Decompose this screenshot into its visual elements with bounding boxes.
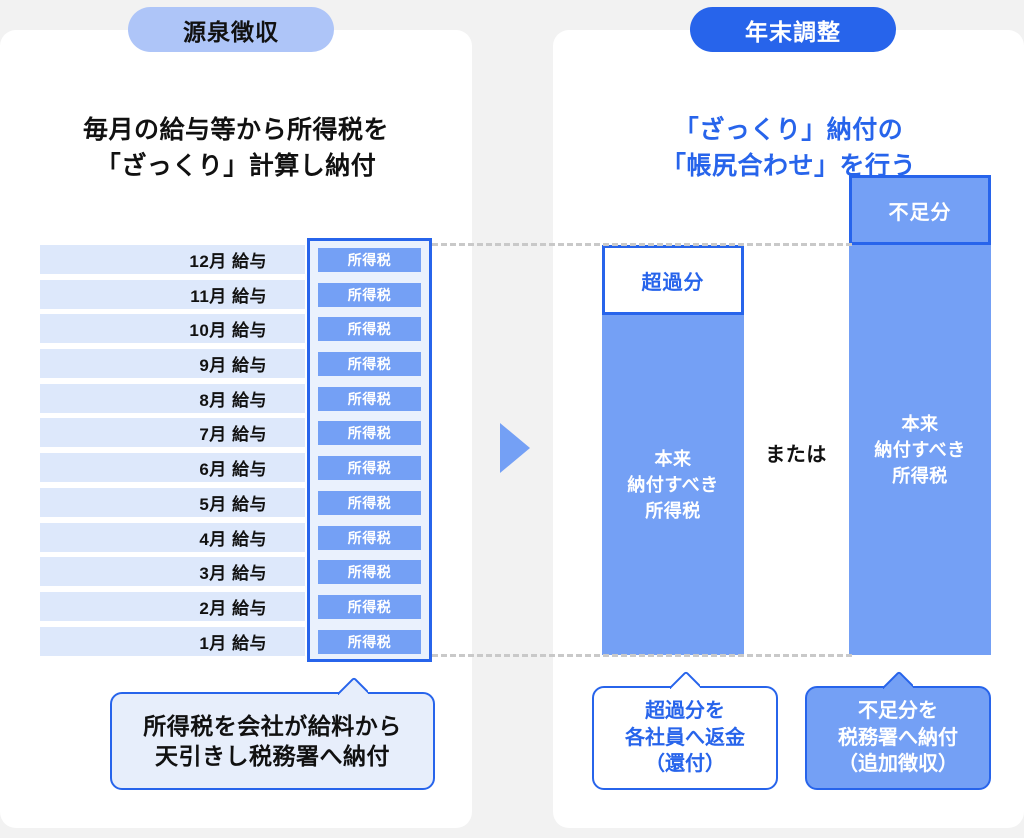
month-salary-row: 1月 給与 [40,626,305,656]
callout-additional-line-2: 税務署へ納付 [838,726,958,749]
bar-overpaid-body-line-2: 納付すべき [627,474,719,495]
callout-refund-line-3: （還付） [645,753,725,776]
callout-pointer-icon [338,677,368,695]
income-tax-chip: 所得税 [318,282,421,307]
bar-overpaid: 超過分 本来 納付すべき 所得税 [602,245,744,655]
panel-year-end-heading: 「ざっくり」納付の 「帳尻合わせ」を行う [553,112,1024,185]
heading-line-1: 「ざっくり」納付の [673,116,904,144]
month-salary-row: 11月 給与 [40,279,305,309]
dashed-guide-top [432,243,852,246]
callout-pointer-icon [883,671,913,689]
badge-withholding: 源泉徴収 [128,7,334,52]
income-tax-chip: 所得税 [318,560,421,585]
income-tax-chip-list: 所得税所得税所得税所得税所得税所得税所得税所得税所得税所得税所得税所得税 [318,248,421,664]
bar-overpaid-body: 本来 納付すべき 所得税 [602,315,744,655]
month-salary-row: 3月 給与 [40,557,305,587]
month-salary-row: 4月 給与 [40,522,305,552]
income-tax-chip: 所得税 [318,456,421,481]
heading-line-2: 「ざっくり」計算し納付 [95,152,377,181]
income-tax-chip: 所得税 [318,490,421,515]
income-tax-chip: 所得税 [318,248,421,272]
month-salary-row: 8月 給与 [40,383,305,413]
bar-shortfall-body-line-3: 所得税 [892,466,948,487]
income-tax-chip: 所得税 [318,317,421,342]
callout-refund-line-1: 超過分を [645,700,725,723]
income-tax-chip: 所得税 [318,386,421,411]
bar-overpaid-body-line-1: 本来 [654,448,692,469]
month-salary-row: 12月 給与 [40,245,305,274]
monthly-salary-list: 12月 給与 11月 給与 10月 給与 9月 給与 8月 給与 7月 給与 6月 給与 5月… [40,245,305,661]
callout-additional-line-3: （追加徴収） [838,753,958,776]
callout-line-1: 所得税を会社が給料から [143,712,402,739]
callout-refund: 超過分を 各社員へ返金 （還付） [592,686,778,790]
income-tax-chip: 所得税 [318,352,421,377]
month-salary-row: 6月 給与 [40,453,305,483]
dashed-guide-bottom [432,654,852,657]
month-salary-row: 9月 給与 [40,349,305,379]
callout-additional-line-1: 不足分を [858,700,938,723]
callout-line-2: 天引きし税務署へ納付 [155,743,390,769]
income-tax-chip: 所得税 [318,525,421,550]
income-tax-chip: 所得税 [318,594,421,619]
callout-withholding-explanation: 所得税を会社が給料から 天引きし税務署へ納付 [110,692,435,790]
badge-year-end-adjustment: 年末調整 [690,7,896,52]
bar-overpaid-cap-label: 超過分 [602,245,744,315]
month-salary-row: 2月 給与 [40,591,305,621]
month-salary-row: 10月 給与 [40,314,305,344]
callout-refund-line-2: 各社員へ返金 [625,726,745,749]
panel-withholding-heading: 毎月の給与等から所得税を 「ざっくり」計算し納付 [0,112,472,185]
bar-shortfall: 不足分 本来 納付すべき 所得税 [849,175,991,655]
bar-shortfall-body: 本来 納付すべき 所得税 [849,245,991,655]
bar-shortfall-cap-label: 不足分 [849,175,991,245]
bar-shortfall-body-line-2: 納付すべき [874,439,966,460]
bar-shortfall-body-line-1: 本来 [901,413,939,434]
income-tax-chip: 所得税 [318,629,421,654]
heading-line-1: 毎月の給与等から所得税を [82,116,389,144]
income-tax-chip: 所得税 [318,421,421,446]
month-salary-row: 5月 給与 [40,487,305,517]
income-tax-column: 所得税所得税所得税所得税所得税所得税所得税所得税所得税所得税所得税所得税 [307,238,432,662]
callout-additional-collection: 不足分を 税務署へ納付 （追加徴収） [805,686,991,790]
bar-overpaid-body-line-3: 所得税 [645,501,701,522]
month-salary-row: 7月 給与 [40,418,305,448]
flow-arrow-right-icon [500,423,530,473]
callout-pointer-icon [670,671,700,689]
or-separator-label: または [765,444,827,466]
